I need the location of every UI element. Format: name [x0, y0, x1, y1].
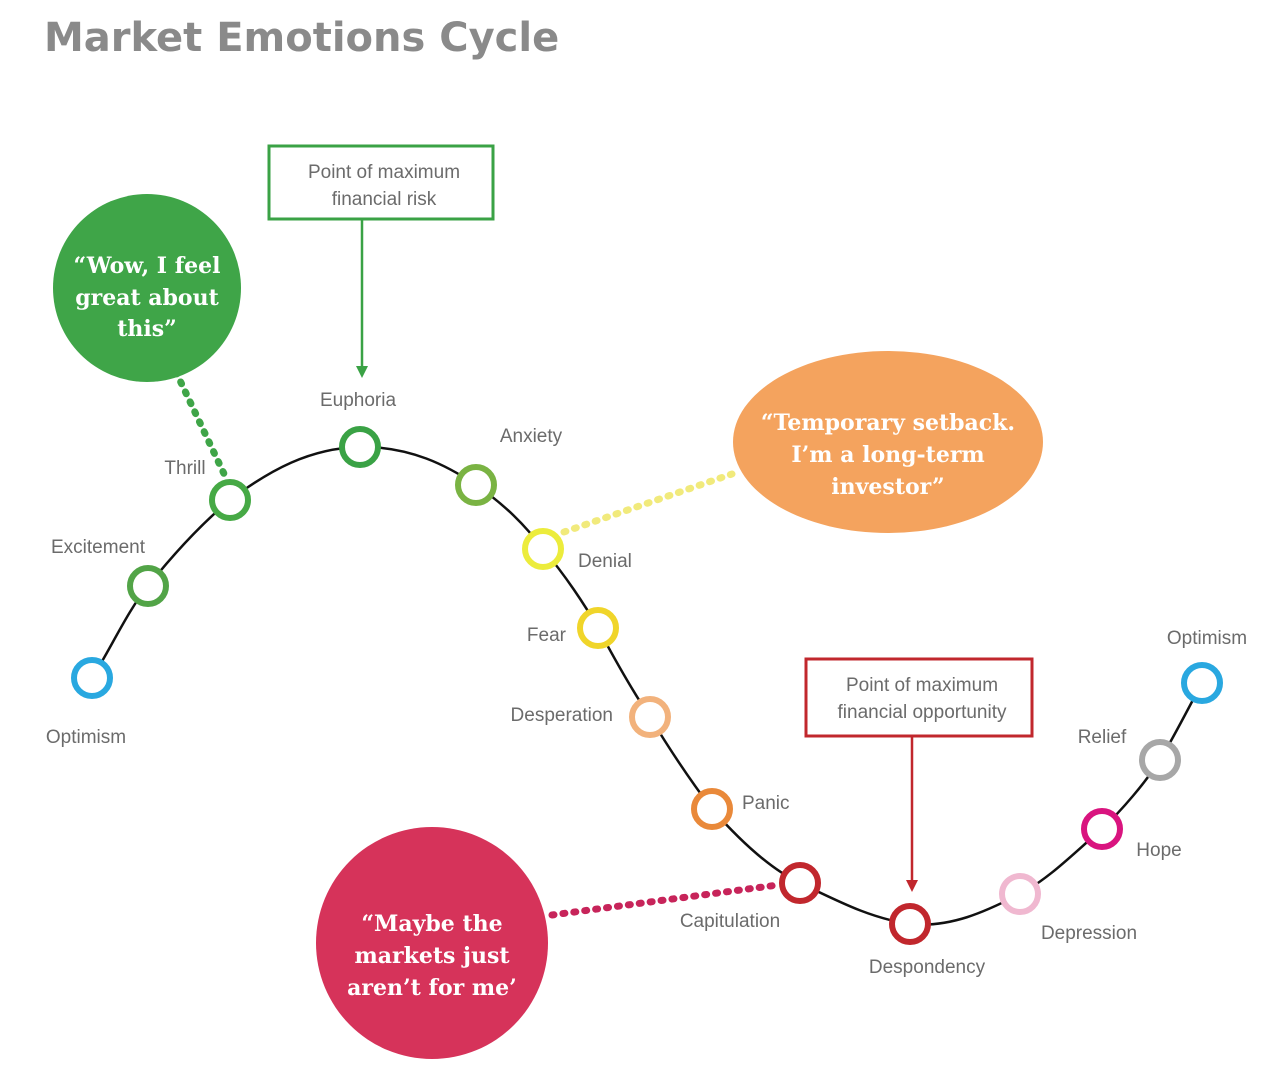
setback-bubble-ellipse	[733, 351, 1043, 533]
maybe-bubble-circle	[316, 827, 548, 1059]
setback-bubble-line3: investor”	[831, 474, 944, 500]
setback-bubble-line1: “Temporary setback.	[761, 410, 1015, 436]
stage-marker-optimism-start	[71, 657, 113, 699]
setback-bubble: “Temporary setback. I’m a long-term inve…	[733, 351, 1043, 533]
opportunity-callout-line1: Point of maximum	[846, 675, 998, 696]
stage-marker-hope	[1081, 808, 1123, 850]
stage-marker-relief	[1139, 739, 1181, 781]
stage-marker-despondency	[889, 903, 931, 945]
opportunity-callout-line2: financial opportunity	[838, 702, 1007, 723]
stage-label-panic: Panic	[742, 793, 790, 814]
wow-bubble-line1: “Wow, I feel	[73, 253, 220, 279]
stage-label-thrill: Thrill	[164, 458, 205, 479]
stage-label-optimism-end: Optimism	[1167, 628, 1247, 649]
stage-label-desperation: Desperation	[511, 705, 613, 726]
setback-connector	[560, 470, 736, 536]
stage-label-hope: Hope	[1136, 840, 1181, 861]
maybe-bubble-line2: markets just	[354, 943, 510, 969]
setback-bubble-line2: I’m a long-term	[791, 442, 984, 468]
stage-marker-thrill	[209, 479, 251, 521]
stage-label-depression: Depression	[1041, 923, 1137, 944]
wow-connector	[172, 368, 230, 482]
stage-label-euphoria: Euphoria	[320, 390, 396, 411]
stage-labels: Optimism Excitement Thrill Euphoria Anxi…	[46, 390, 1247, 978]
stage-marker-capitulation	[779, 862, 821, 904]
wow-bubble-line3: this”	[117, 316, 177, 342]
stage-label-relief: Relief	[1078, 727, 1127, 748]
stage-label-denial: Denial	[578, 551, 632, 572]
stage-marker-optimism-end	[1181, 662, 1223, 704]
stage-label-optimism-start: Optimism	[46, 727, 126, 748]
wow-bubble-line2: great about	[75, 285, 219, 311]
stage-marker-excitement	[127, 565, 169, 607]
wow-bubble-circle	[53, 194, 241, 382]
emotion-curve	[90, 445, 1204, 926]
risk-callout: Point of maximum financial risk	[267, 144, 495, 378]
maybe-connector	[548, 881, 782, 919]
stage-label-capitulation: Capitulation	[680, 911, 780, 932]
stage-marker-euphoria	[339, 426, 381, 468]
stage-label-excitement: Excitement	[51, 537, 146, 558]
diagram-title: Market Emotions Cycle	[44, 15, 559, 61]
stage-marker-depression	[999, 873, 1041, 915]
stage-marker-denial	[522, 528, 564, 570]
risk-callout-box	[267, 144, 495, 221]
stage-label-anxiety: Anxiety	[500, 426, 563, 447]
risk-callout-line2: financial risk	[332, 189, 437, 210]
stage-marker-desperation	[629, 696, 671, 738]
stage-label-despondency: Despondency	[869, 957, 986, 978]
stage-markers	[71, 426, 1223, 945]
stage-marker-panic	[691, 788, 733, 830]
risk-callout-line1: Point of maximum	[308, 162, 460, 183]
maybe-bubble-line3: aren’t for me’	[347, 975, 517, 1001]
maybe-bubble: “Maybe the markets just aren’t for me’	[316, 827, 548, 1059]
maybe-bubble-line1: “Maybe the	[361, 911, 502, 937]
stage-marker-fear	[577, 607, 619, 649]
opportunity-callout-box	[804, 657, 1034, 738]
stage-label-fear: Fear	[527, 625, 567, 646]
opportunity-callout: Point of maximum financial opportunity	[804, 657, 1034, 892]
wow-bubble: “Wow, I feel great about this”	[53, 194, 241, 382]
stage-marker-anxiety	[455, 464, 497, 506]
